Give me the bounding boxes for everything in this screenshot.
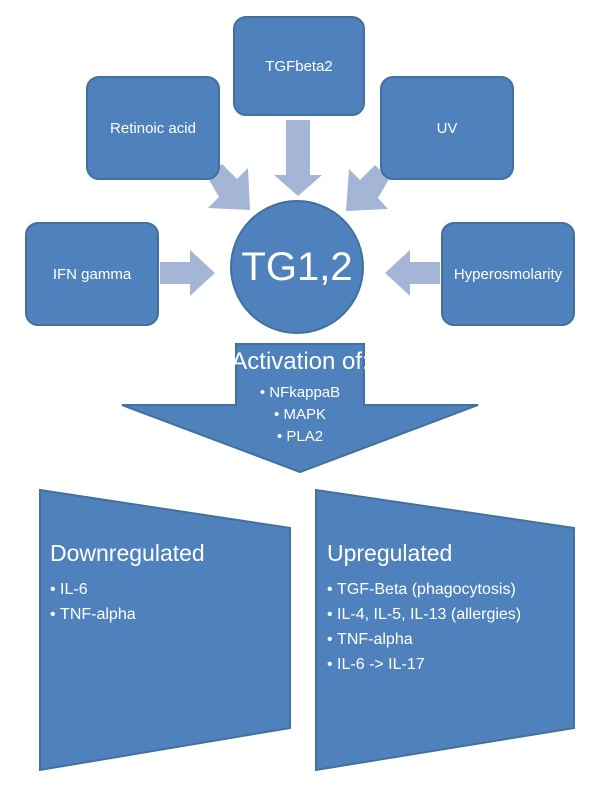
downregulated-content: Downregulated IL-6 TNF-alpha: [50, 540, 280, 627]
hyperosmolarity-label: Hyperosmolarity: [453, 265, 563, 283]
downregulated-title: Downregulated: [50, 540, 205, 566]
upregulated-item: IL-4, IL-5, IL-13 (allergies): [327, 602, 572, 627]
activation-item: NFkappaB: [230, 382, 370, 404]
upregulated-item: TGF-Beta (phagocytosis): [327, 577, 572, 602]
upregulated-title: Upregulated: [327, 540, 453, 566]
downregulated-item: IL-6: [50, 577, 280, 602]
arrow-uv: [346, 165, 389, 211]
downregulated-list: IL-6 TNF-alpha: [50, 577, 280, 627]
upregulated-item: IL-6 -> IL-17: [327, 652, 572, 677]
downregulated-panel: [39, 488, 291, 772]
arrow-hyperosmolarity: [385, 250, 440, 296]
upregulated-content: Upregulated TGF-Beta (phagocytosis) IL-4…: [327, 540, 572, 677]
downregulated-item: TNF-alpha: [50, 602, 280, 627]
upregulated-list: TGF-Beta (phagocytosis) IL-4, IL-5, IL-1…: [327, 577, 572, 677]
activation-item: PLA2: [230, 426, 370, 448]
hyperosmolarity-box: Hyperosmolarity: [441, 222, 575, 326]
tgfbeta2-box: TGFbeta2: [233, 16, 365, 116]
retinoic-acid-label: Retinoic acid: [110, 119, 196, 137]
upregulated-item: TNF-alpha: [327, 627, 572, 652]
activation-title: Activation of:: [231, 348, 369, 375]
activation-item: MAPK: [230, 404, 370, 426]
uv-label: UV: [436, 119, 458, 137]
activation-list: NFkappaB MAPK PLA2: [230, 382, 370, 448]
arrow-ifn-gamma: [160, 250, 215, 296]
retinoic-acid-box: Retinoic acid: [86, 76, 220, 180]
tgfbeta2-label: TGFbeta2: [265, 57, 333, 75]
uv-box: UV: [380, 76, 514, 180]
tg-center-label: TG1,2: [241, 244, 353, 289]
ifn-gamma-box: IFN gamma: [25, 222, 159, 326]
arrow-retinoic-acid: [208, 164, 250, 210]
tg-center-circle: TG1,2: [230, 200, 364, 334]
ifn-gamma-label: IFN gamma: [52, 265, 132, 283]
arrow-tgfbeta2: [274, 120, 322, 196]
